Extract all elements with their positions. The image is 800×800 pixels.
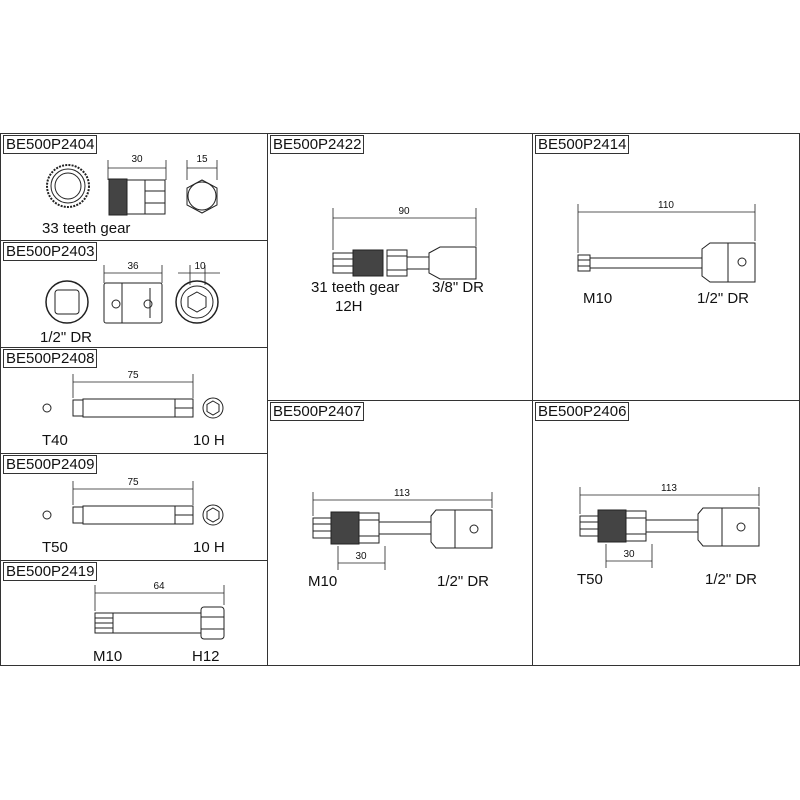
tool-label: 1/2" DR <box>705 571 758 588</box>
gear-end-view-drawing <box>46 164 90 208</box>
dimension-width: 15 <box>196 154 208 165</box>
spline-bit-m10-drawing <box>94 585 225 640</box>
panel-be500p2407: BE500P2407 <box>267 400 533 666</box>
tool-label: 33 teeth gear <box>42 220 131 237</box>
tool-label: M10 <box>308 573 338 590</box>
torx-bit-t40-drawing <box>42 374 224 419</box>
dimension-length: 75 <box>127 477 139 488</box>
panel-be500p2403: BE500P2403 <box>0 240 268 348</box>
tool-label: T40 <box>42 432 68 449</box>
dimension-length: 113 <box>661 483 677 494</box>
hex-end-view-drawing <box>186 179 218 214</box>
gear-spline-socket-m10-drawing <box>312 492 493 570</box>
part-code: BE500P2409 <box>3 455 98 474</box>
dimension-lines <box>107 160 218 180</box>
socket-end-view-drawing <box>175 280 219 324</box>
gear-torx-socket-t50-drawing <box>579 487 760 568</box>
part-code: BE500P2403 <box>3 242 98 261</box>
part-code: BE500P2404 <box>3 135 98 154</box>
dimension-length: 30 <box>131 154 143 165</box>
part-code: BE500P2422 <box>270 135 365 154</box>
panel-be500p2406: BE500P2406 <box>532 400 800 666</box>
tool-label: 3/8" DR <box>432 279 485 296</box>
tool-label: T50 <box>577 571 603 588</box>
dimension-length: 90 <box>398 206 410 217</box>
impact-socket-side-drawing <box>103 282 163 324</box>
tool-label: 12H <box>335 298 363 315</box>
dimension-length: 75 <box>127 370 139 381</box>
spline-socket-m10-drawing <box>577 204 756 283</box>
dimension-length: 36 <box>127 261 139 272</box>
tool-label: 10 H <box>193 432 225 449</box>
part-code: BE500P2406 <box>535 402 630 421</box>
tool-label: 1/2" DR <box>697 290 750 307</box>
tool-label: M10 <box>93 648 123 665</box>
tool-label: 31 teeth gear <box>311 279 400 296</box>
torx-bit-t50-drawing <box>42 481 224 526</box>
square-drive-end-view-drawing <box>45 280 89 324</box>
panel-be500p2409: BE500P2409 <box>0 453 268 561</box>
gear-adapter-3-8-drawing <box>332 208 477 280</box>
tool-label: 10 H <box>193 539 225 556</box>
tool-label: 1/2" DR <box>40 329 93 346</box>
dimension-width: 10 <box>194 261 206 272</box>
dimension-gear-length: 30 <box>623 549 635 560</box>
tool-label: M10 <box>583 290 613 307</box>
dimension-gear-length: 30 <box>355 551 367 562</box>
dimension-length: 113 <box>394 488 410 499</box>
tool-label: T50 <box>42 539 68 556</box>
part-code: BE500P2407 <box>270 402 365 421</box>
part-code: BE500P2408 <box>3 349 98 368</box>
tool-label: H12 <box>192 648 220 665</box>
dimension-length: 110 <box>658 200 674 211</box>
dimension-length: 64 <box>153 581 165 592</box>
part-code: BE500P2419 <box>3 562 98 581</box>
part-code: BE500P2414 <box>535 135 630 154</box>
tool-label: 1/2" DR <box>437 573 490 590</box>
gear-socket-side-drawing <box>108 178 166 216</box>
